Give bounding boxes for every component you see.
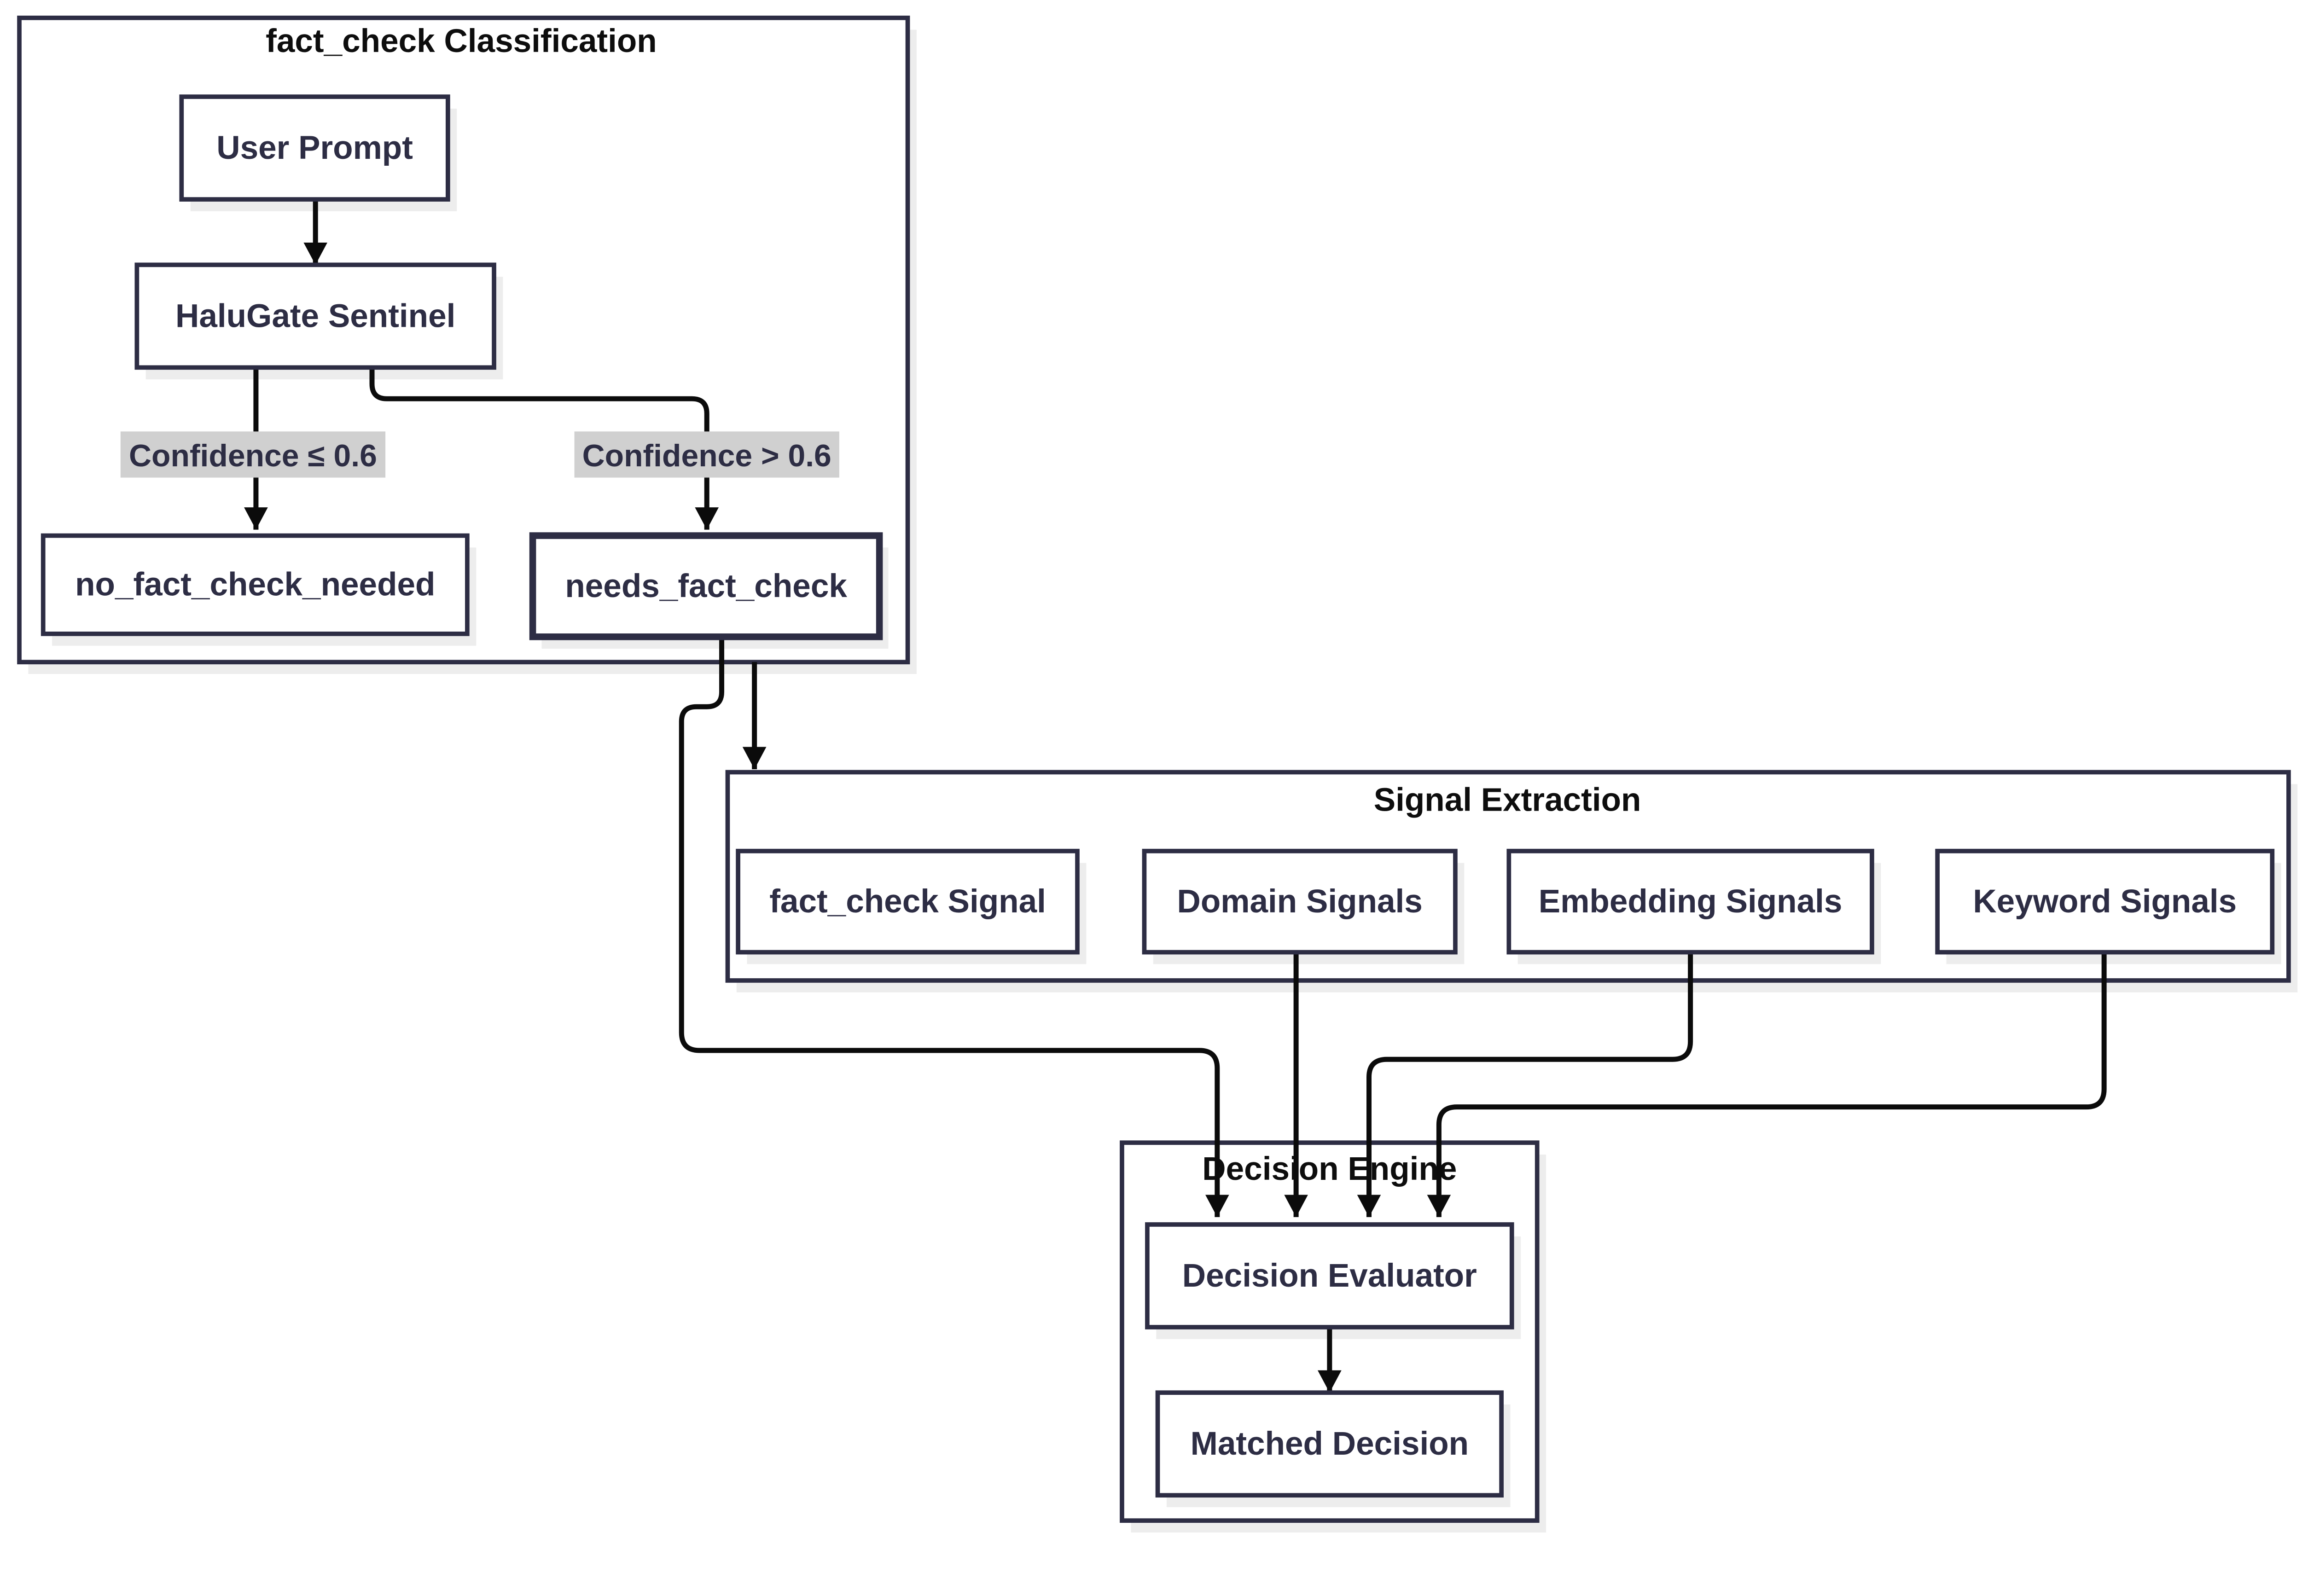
node-label-decision-evaluator: Decision Evaluator <box>1182 1258 1477 1294</box>
edge-keyword-signals-to-decision-evaluator <box>1427 952 2107 1217</box>
node-box <box>134 262 496 370</box>
node-label-keyword-signals: Keyword Signals <box>1973 883 2237 920</box>
edge-halugate-to-needs-fact-check <box>369 367 719 530</box>
node-label-halugate-sentinel: HaluGate Sentinel <box>175 298 455 334</box>
edge-label-text-confidence-low: Confidence ≤ 0.6 <box>129 439 377 473</box>
node-label-needs-fact-check: needs_fact_check <box>565 568 847 604</box>
node-fact-check-signal: fact_check Signal <box>736 848 1080 955</box>
edge-embedding-signals-to-decision-evaluator <box>1357 952 1693 1217</box>
flowchart-diagram: fact_check Classification Signal Extract… <box>17 15 2298 1533</box>
edge-label-confidence-high: Confidence > 0.6 <box>574 431 839 478</box>
node-label-embedding-signals: Embedding Signals <box>1539 883 1843 920</box>
node-label-domain-signals: Domain Signals <box>1177 883 1423 920</box>
edge-needs-fact-check-to-decision-evaluator <box>679 637 1229 1217</box>
node-label-fact-check-signal: fact_check Signal <box>769 883 1046 920</box>
node-box <box>529 532 883 640</box>
edge-label-bg <box>120 431 386 478</box>
node-embedding-signals: Embedding Signals <box>1506 848 1874 955</box>
node-decision-evaluator: Decision Evaluator <box>1145 1222 1514 1329</box>
node-box <box>1506 848 1874 955</box>
node-label-user-prompt: User Prompt <box>216 130 413 166</box>
node-halugate-sentinel: HaluGate Sentinel <box>134 262 496 370</box>
cluster-title-fact-check-classification: fact_check Classification <box>266 23 657 59</box>
edge-label-text-confidence-high: Confidence > 0.6 <box>582 439 831 473</box>
node-box <box>41 533 470 636</box>
node-needs-fact-check: needs_fact_check <box>529 532 883 640</box>
node-domain-signals: Domain Signals <box>1142 848 1458 955</box>
node-box <box>1155 1390 1504 1498</box>
edge-label-confidence-low: Confidence ≤ 0.6 <box>120 431 386 478</box>
cluster-title-decision-engine: Decision Engine <box>1202 1151 1457 1187</box>
node-box <box>1935 848 2275 955</box>
edge-label-bg <box>574 431 839 478</box>
cluster-title-signal-extraction: Signal Extraction <box>1374 782 1641 818</box>
node-box <box>1142 848 1458 955</box>
node-label-matched-decision: Matched Decision <box>1191 1426 1469 1462</box>
edges <box>244 199 2107 1393</box>
node-user-prompt: User Prompt <box>179 94 450 202</box>
node-box <box>1145 1222 1514 1329</box>
node-no-fact-check-needed: no_fact_check_needed <box>41 533 470 636</box>
node-matched-decision: Matched Decision <box>1155 1390 1504 1498</box>
node-box <box>736 848 1080 955</box>
node-box <box>179 94 450 202</box>
node-keyword-signals: Keyword Signals <box>1935 848 2275 955</box>
node-label-no-fact-check-needed: no_fact_check_needed <box>75 567 435 603</box>
